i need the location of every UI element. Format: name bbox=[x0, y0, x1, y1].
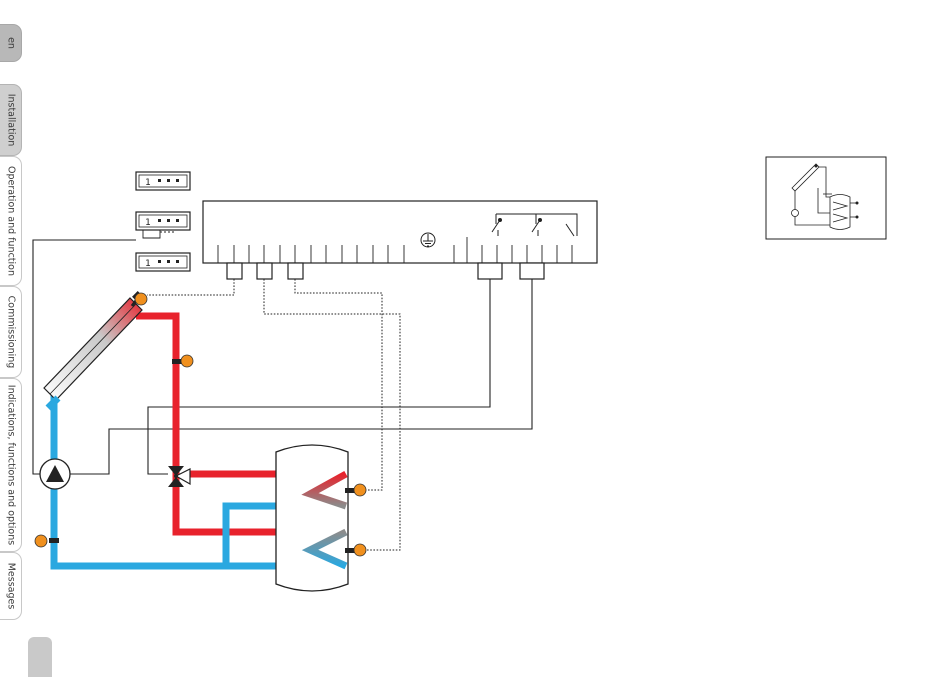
power-wiring bbox=[33, 240, 532, 474]
sensor-connector-3: 1 bbox=[136, 253, 190, 271]
terminal-plug-r1 bbox=[478, 263, 502, 279]
terminal-plug-s3 bbox=[288, 263, 303, 279]
terminal-plug-r2 bbox=[520, 263, 544, 279]
sensor-return bbox=[35, 535, 47, 547]
three-way-valve-icon bbox=[168, 466, 190, 487]
pump-icon bbox=[40, 459, 70, 489]
storage-tank-icon bbox=[276, 445, 348, 591]
sensor-flow bbox=[181, 355, 193, 367]
system-overview-thumbnail bbox=[766, 157, 886, 239]
connector-3-pin1: 1 bbox=[145, 259, 151, 269]
controller-terminal-block bbox=[203, 201, 597, 279]
sensor-collector bbox=[135, 293, 147, 305]
terminal-plug-s1 bbox=[227, 263, 242, 279]
sensor-tank-bottom bbox=[354, 544, 366, 556]
connector-2-pin1: 1 bbox=[145, 218, 151, 228]
sensor-connector-1: 1 bbox=[136, 172, 190, 190]
sensor-tank-top bbox=[354, 484, 366, 496]
terminal-plug-s2 bbox=[257, 263, 272, 279]
connector-1-pin1: 1 bbox=[145, 178, 151, 188]
sensor-connector-2: 1 bbox=[136, 212, 190, 238]
solar-collector-icon bbox=[44, 298, 142, 408]
